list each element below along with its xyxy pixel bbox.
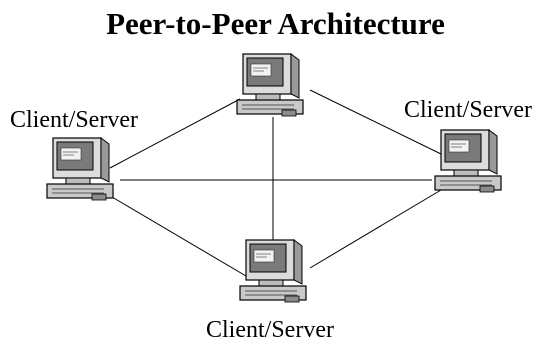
node-label-left: Client/Server xyxy=(10,107,138,133)
computer-icon-bottom xyxy=(239,239,307,303)
node-label-bottom: Client/Server xyxy=(206,317,334,343)
link-top-right xyxy=(309,89,442,155)
computer-icon-top xyxy=(236,53,304,117)
computer-icon-left xyxy=(46,137,114,201)
link-left-bottom xyxy=(111,196,247,277)
link-right-bottom xyxy=(309,189,442,269)
diagram-title: Peer-to-Peer Architecture xyxy=(106,6,445,41)
computer-icon-right xyxy=(434,129,502,193)
node-label-right: Client/Server xyxy=(404,97,532,123)
link-left-top xyxy=(109,98,241,169)
